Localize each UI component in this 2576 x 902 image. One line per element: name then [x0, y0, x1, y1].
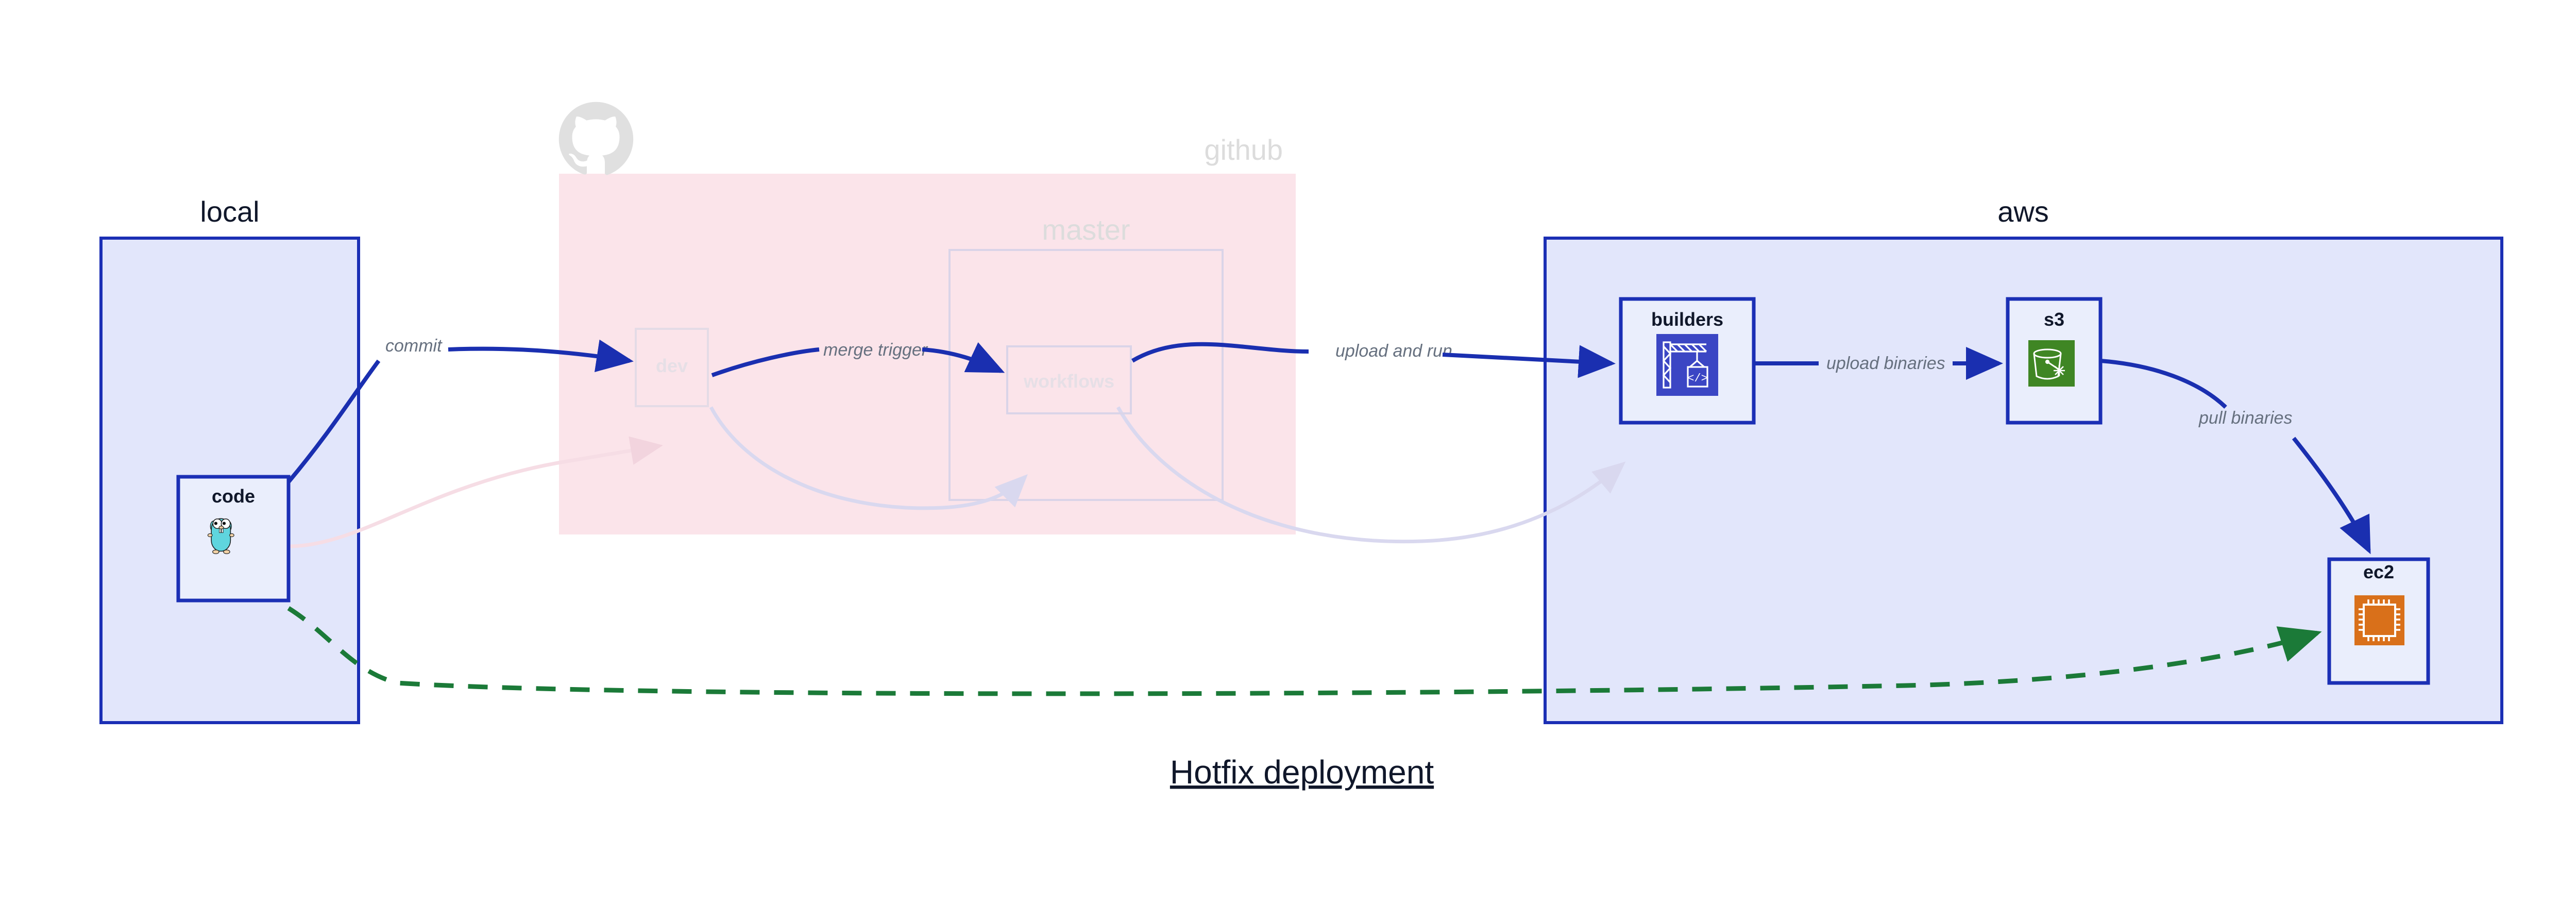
region-master-label: master: [1042, 213, 1130, 246]
codebuild-icon-glyph: </>: [1687, 372, 1708, 385]
node-code-label: code: [212, 486, 255, 507]
edge-code-dev-faded: [288, 436, 663, 548]
region-github-label: github: [1204, 133, 1283, 166]
node-dev-box[interactable]: [635, 328, 709, 407]
go-gopher-icon: [207, 518, 234, 554]
edge-code-ec2-hotfix: [287, 606, 2322, 696]
region-master: master: [948, 213, 1224, 501]
node-ec2[interactable]: ec2: [2327, 557, 2430, 685]
codebuild-icon: </>: [1656, 334, 1718, 396]
node-builders-label: builders: [1651, 309, 1723, 330]
region-master-body: [948, 249, 1224, 501]
region-local-label: local: [200, 195, 259, 228]
edge-dev-workflows-faded: [709, 406, 1028, 510]
node-dev-label: dev: [656, 355, 688, 376]
node-workflows[interactable]: workflows: [1006, 345, 1132, 414]
node-dev[interactable]: dev: [635, 328, 709, 407]
region-aws-label: aws: [1997, 195, 2049, 228]
edge-workflows-builders-faded: [1116, 406, 1626, 544]
node-workflows-box[interactable]: [1006, 345, 1132, 414]
node-workflows-label: workflows: [1023, 371, 1114, 392]
region-github-body: [559, 174, 1296, 534]
edge-workflows-builders-label: upload and run: [1335, 341, 1452, 361]
node-code-box[interactable]: [176, 475, 291, 603]
cpu-chip-icon: [2354, 595, 2404, 645]
node-builders[interactable]: builders </>: [1619, 297, 1756, 425]
github-octocat-icon: [558, 102, 634, 175]
edge-builders-s3: upload binaries: [1754, 347, 2003, 380]
region-local: local: [99, 195, 360, 724]
edge-code-dev: commit: [286, 336, 634, 483]
edge-dev-workflows: merge trigger: [711, 340, 1005, 377]
node-code[interactable]: code: [176, 475, 291, 603]
node-s3-label: s3: [2044, 309, 2064, 330]
edge-dev-workflows-label: merge trigger: [823, 340, 928, 360]
node-s3[interactable]: s3: [2006, 297, 2103, 425]
s3-bucket-icon: [2028, 340, 2075, 387]
edge-builders-s3-label: upload binaries: [1826, 354, 1945, 373]
edge-code-dev-label: commit: [385, 336, 443, 356]
edge-workflows-builders: upload and run: [1131, 341, 1616, 378]
edge-s3-ec2: pull binaries: [2100, 359, 2371, 555]
page-title: Hotfix deployment: [1170, 754, 1434, 791]
edge-s3-ec2-label: pull binaries: [2198, 408, 2292, 428]
node-ec2-label: ec2: [2363, 561, 2394, 582]
region-github: github: [559, 133, 1296, 534]
